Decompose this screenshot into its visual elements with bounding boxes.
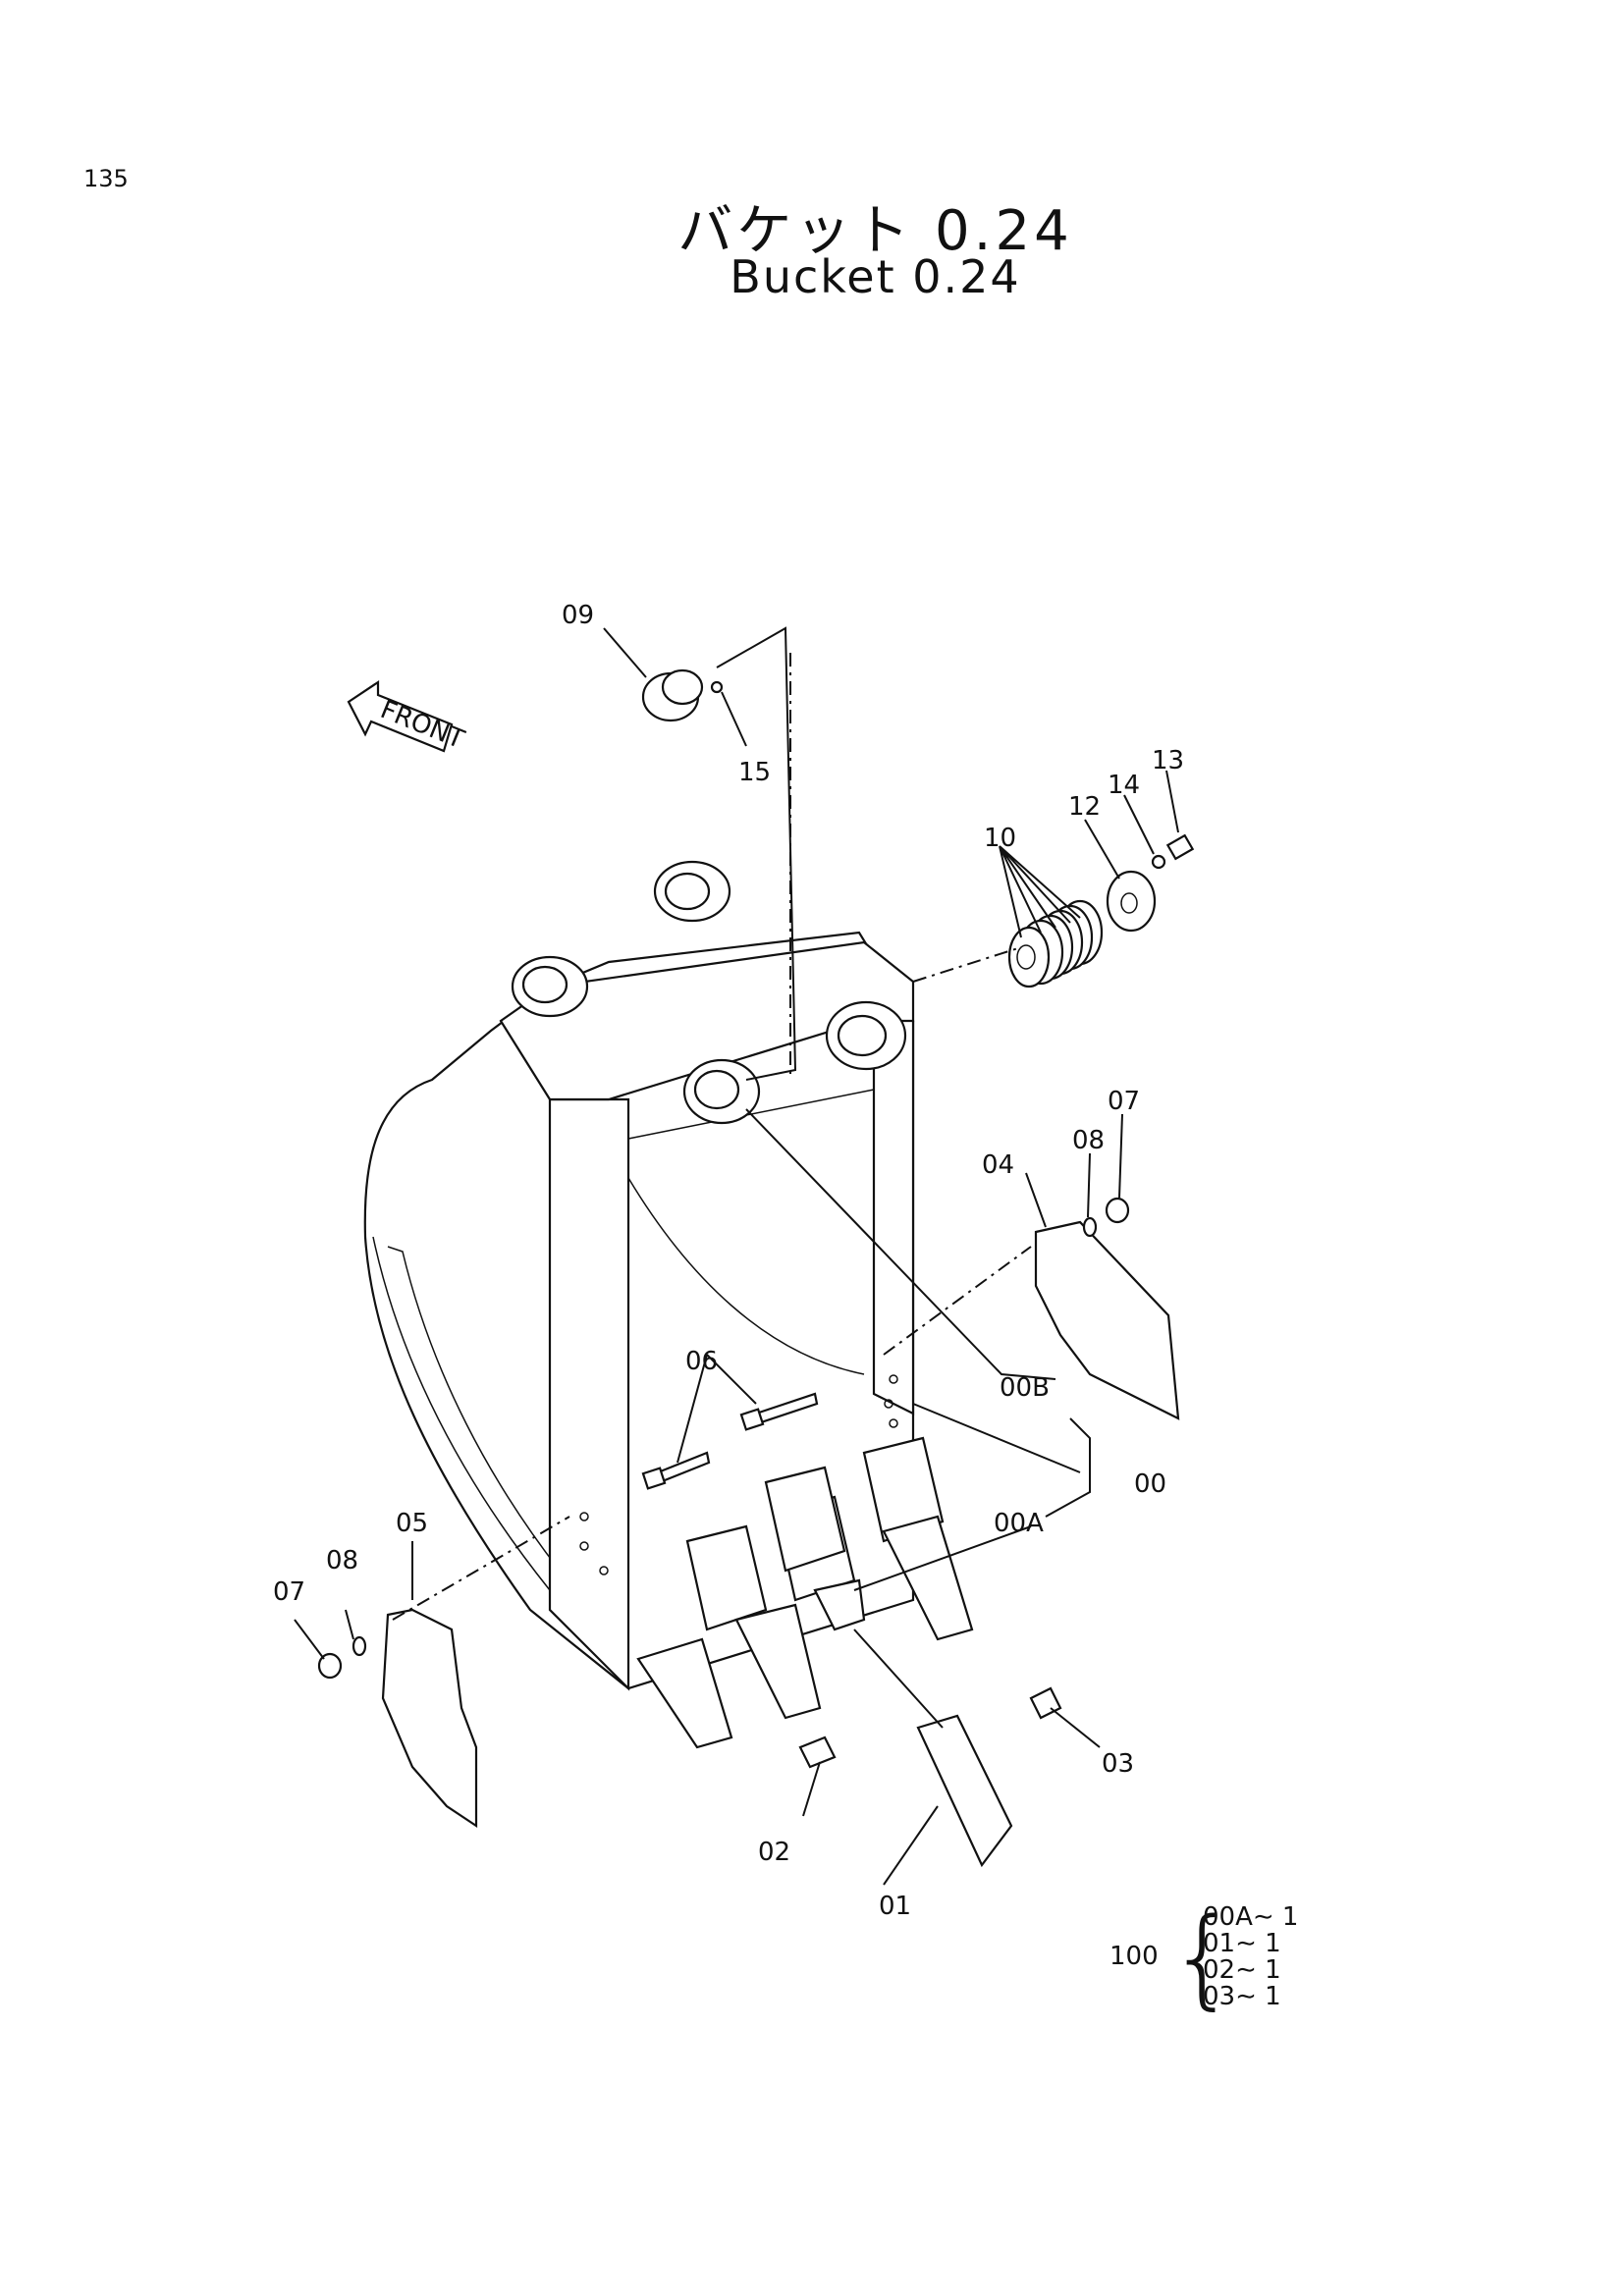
part-04-side-cutter-right <box>1034 1220 1180 1420</box>
callout-13: 13 <box>1152 746 1184 775</box>
callout-00: 00 <box>1134 1469 1166 1499</box>
callout-05: 05 <box>396 1509 428 1538</box>
callout-08-left: 08 <box>326 1546 358 1575</box>
kit-row: 01∼ 1 <box>1203 1929 1281 1958</box>
callout-15: 15 <box>738 758 771 787</box>
callout-10: 10 <box>984 824 1016 853</box>
part-14-washer <box>1151 854 1166 870</box>
page-number: 135 <box>83 165 129 192</box>
callout-07-left: 07 <box>273 1577 305 1607</box>
part-01-tooth <box>916 1714 1013 1868</box>
page-title-english: Bucket 0.24 <box>730 250 1021 303</box>
kit-row: 02∼ 1 <box>1203 1955 1281 1985</box>
front-label: FRONT <box>376 695 468 755</box>
page-title-japanese: バケット 0.24 <box>677 199 1073 263</box>
leader-lines <box>294 626 1179 1886</box>
callout-00B: 00B <box>1000 1373 1050 1403</box>
kit-row: 03∼ 1 <box>1203 1982 1281 2011</box>
part-02-pin <box>798 1735 837 1769</box>
part-13-bolt <box>1165 833 1195 861</box>
part-09-collar <box>641 668 704 722</box>
part-08-washer-right <box>1082 1216 1098 1238</box>
kit-brace-icon: { <box>1168 1895 1237 2020</box>
part-07-nut-right <box>1105 1197 1130 1224</box>
part-06-bolts <box>641 1392 819 1490</box>
callout-07-right: 07 <box>1108 1087 1140 1116</box>
callout-12: 12 <box>1068 792 1101 822</box>
kit-number: 100 <box>1109 1942 1159 1971</box>
kit-rows: 00A∼ 1 01∼ 1 02∼ 1 03∼ 1 <box>1203 1904 1298 2010</box>
part-08-washer-left <box>352 1635 367 1657</box>
kit-row: 00A∼ 1 <box>1203 1902 1299 1932</box>
front-arrow-icon: FRONT <box>347 679 468 755</box>
part-10-shims <box>1007 899 1104 988</box>
part-07-nut-left <box>317 1652 343 1680</box>
callout-14: 14 <box>1108 771 1140 800</box>
part-05-side-cutter-left <box>381 1608 478 1829</box>
part-15-fitting <box>710 680 724 694</box>
part-12-plate <box>1106 870 1157 933</box>
callout-06: 06 <box>685 1347 718 1376</box>
callout-02: 02 <box>758 1838 790 1867</box>
callout-03: 03 <box>1102 1749 1134 1779</box>
callout-01: 01 <box>879 1892 911 1921</box>
callout-00A: 00A <box>994 1509 1044 1538</box>
callout-09: 09 <box>562 601 594 630</box>
callout-08-right: 08 <box>1072 1126 1105 1155</box>
bucket-body <box>363 860 974 1749</box>
callout-04: 04 <box>982 1150 1014 1180</box>
